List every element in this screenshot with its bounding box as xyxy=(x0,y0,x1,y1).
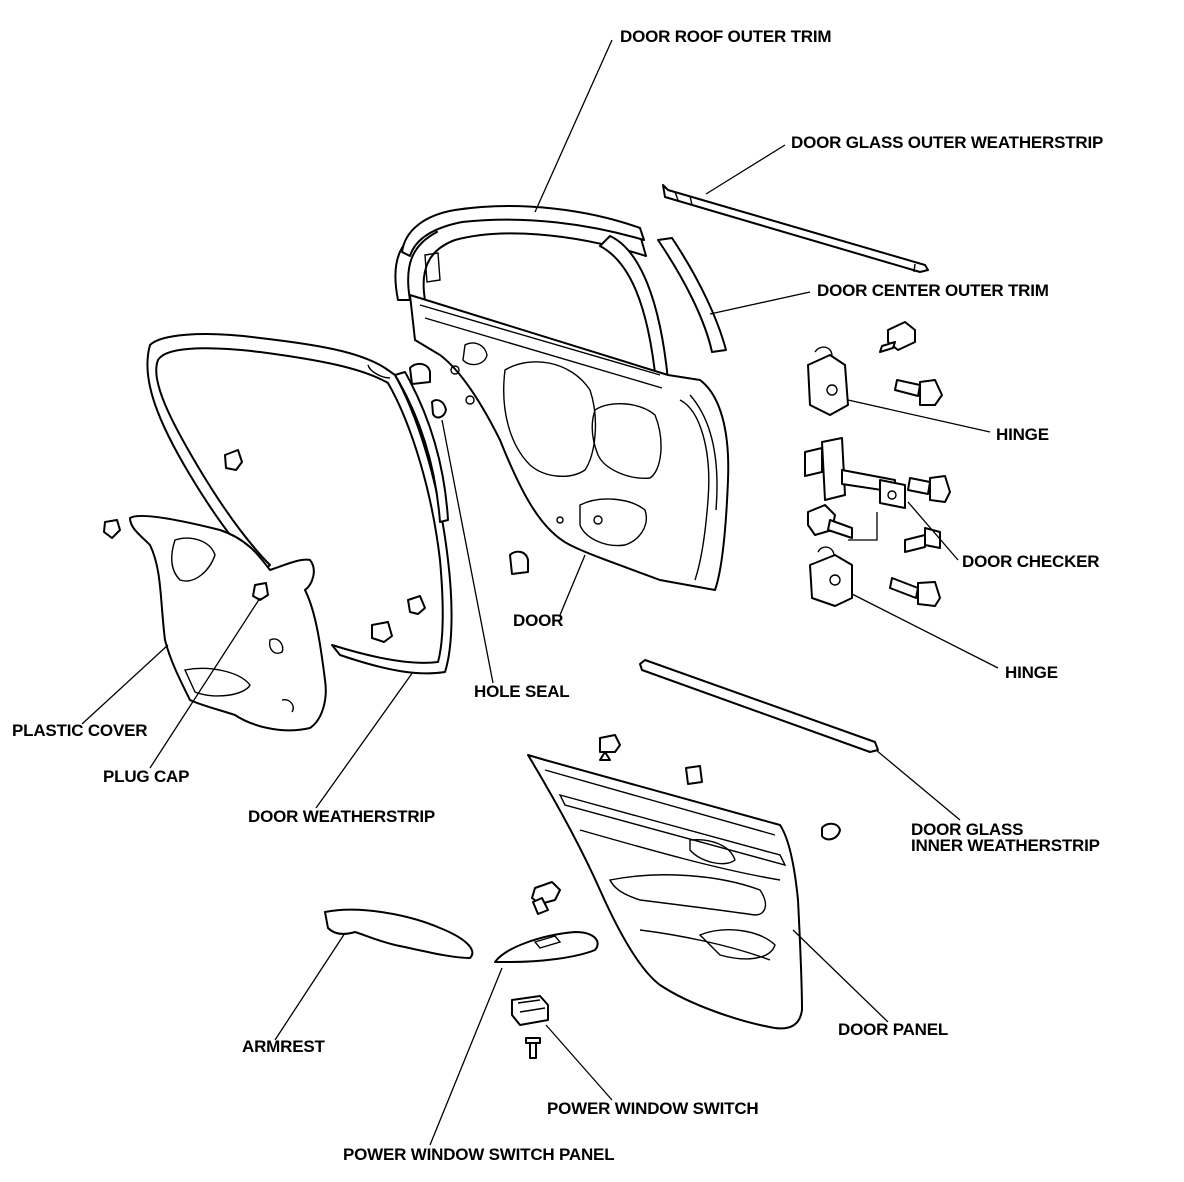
armrest-part xyxy=(324,908,474,959)
door-checker-part xyxy=(804,437,906,509)
label-hinge-upper: HINGE xyxy=(996,425,1049,444)
door-panel-part xyxy=(527,754,803,1030)
label-door-panel: DOOR PANEL xyxy=(838,1020,948,1039)
label-door: DOOR xyxy=(513,611,563,630)
door-center-outer-trim-part xyxy=(657,237,727,353)
label-armrest: ARMREST xyxy=(242,1037,325,1056)
door-part xyxy=(394,211,730,591)
lower-hinge-part xyxy=(809,546,853,607)
door-glass-inner-weatherstrip-part xyxy=(639,659,879,753)
upper-hinge-part xyxy=(807,346,849,416)
label-plug-cap: PLUG CAP xyxy=(103,767,189,786)
label-power-window-switch: POWER WINDOW SWITCH xyxy=(547,1099,759,1118)
power-window-switch-part xyxy=(511,995,549,1059)
label-plastic-cover: PLASTIC COVER xyxy=(12,721,147,740)
label-door-glass-inner-weatherstrip-2: INNER WEATHERSTRIP xyxy=(911,836,1100,855)
leader-lines xyxy=(81,39,999,1146)
door-roof-outer-trim-part xyxy=(401,205,645,257)
label-hole-seal: HOLE SEAL xyxy=(474,682,570,701)
door-glass-outer-weatherstrip-part xyxy=(662,184,929,273)
bolt-hardware xyxy=(531,321,951,915)
plastic-cover-part xyxy=(129,514,327,732)
label-door-glass-outer-weatherstrip: DOOR GLASS OUTER WEATHERSTRIP xyxy=(791,133,1103,152)
label-door-weatherstrip: DOOR WEATHERSTRIP xyxy=(248,807,435,826)
label-power-window-switch-panel: POWER WINDOW SWITCH PANEL xyxy=(343,1145,614,1164)
label-hinge-lower: HINGE xyxy=(1005,663,1058,682)
door-weatherstrip-part xyxy=(146,333,453,675)
label-door-roof-outer-trim: DOOR ROOF OUTER TRIM xyxy=(620,27,831,46)
clip-hardware xyxy=(103,362,841,841)
label-door-center-outer-trim: DOOR CENTER OUTER TRIM xyxy=(817,281,1049,300)
label-door-checker: DOOR CHECKER xyxy=(962,552,1099,571)
label-door-glass-inner-weatherstrip-1: DOOR GLASS xyxy=(911,820,1023,839)
power-window-switch-panel-part xyxy=(494,931,599,963)
